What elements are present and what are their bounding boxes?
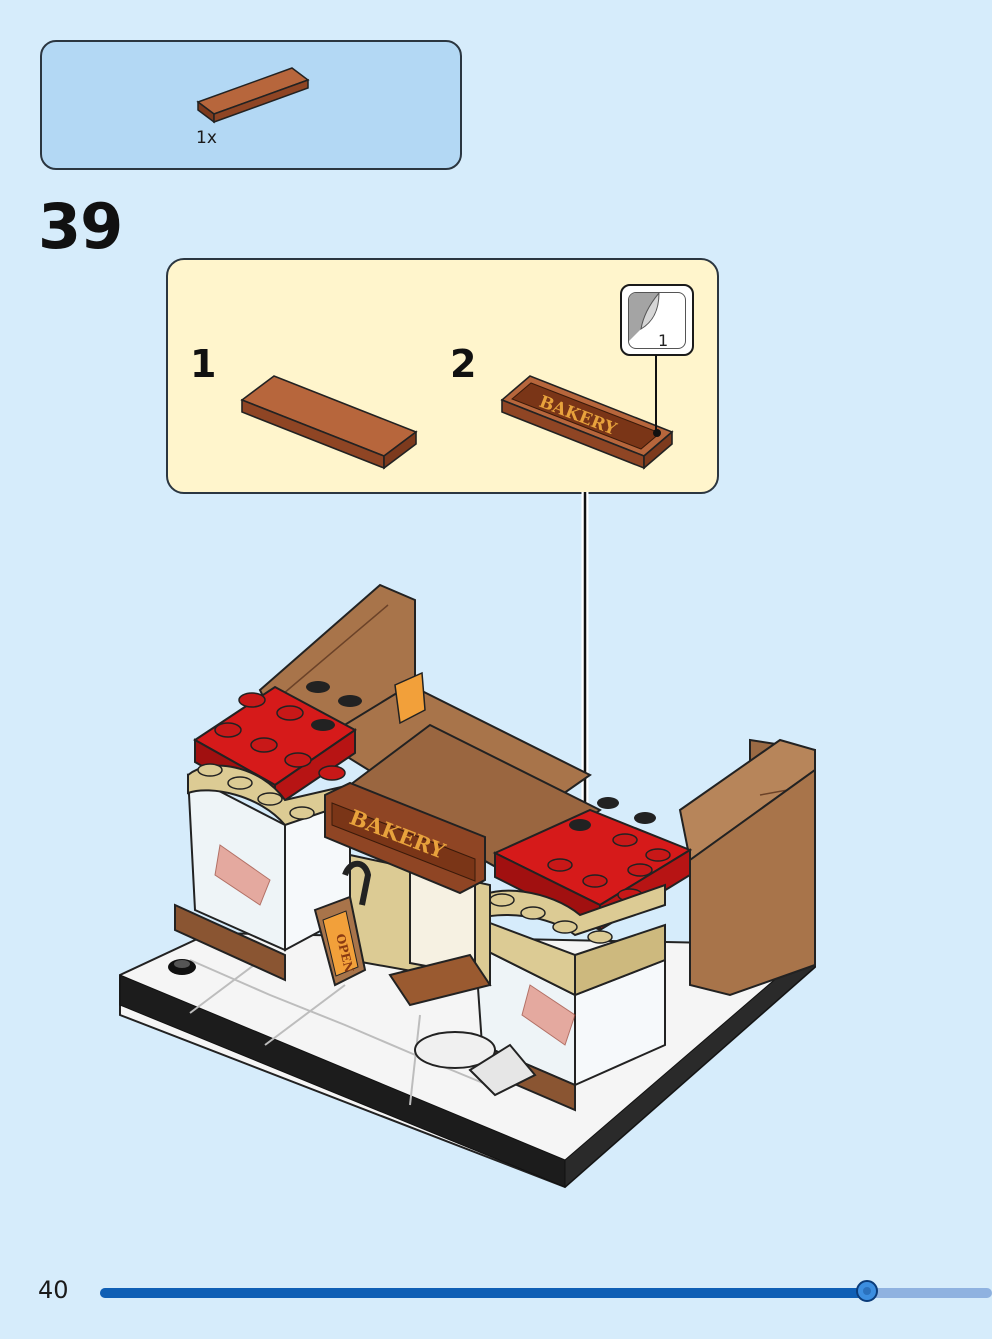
parts-quantity: 1x (196, 128, 217, 148)
substep-2-tile-with-sticker: BAKERY (500, 375, 674, 470)
sticker-leader-line (655, 355, 657, 433)
sticker-number: 1 (658, 331, 669, 349)
step-number: 39 (38, 190, 123, 263)
build-progress-bar (100, 1280, 992, 1302)
bakery-model-illustration: OPEN BAKERY (119, 583, 816, 1189)
sticker-callout: 1 (620, 284, 694, 356)
substep-1-tile-image (240, 375, 418, 470)
build-progress-fill (100, 1288, 867, 1298)
page-number: 40 (38, 1276, 69, 1304)
build-progress-marker (856, 1280, 878, 1302)
sticker-icon: 1 (628, 292, 686, 349)
parts-list-tile-image (196, 67, 310, 124)
substep-1-label: 1 (190, 342, 217, 386)
substep-2-label: 2 (450, 342, 477, 386)
